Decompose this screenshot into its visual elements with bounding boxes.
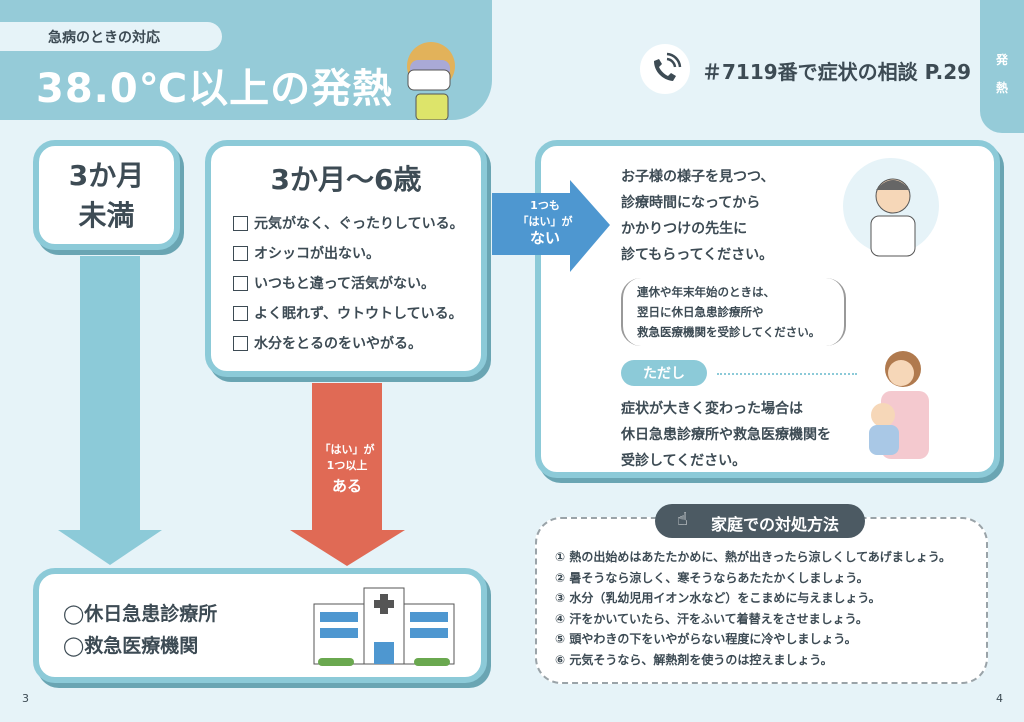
checkbox[interactable] [233, 305, 248, 321]
page-number-left: 3 [22, 692, 29, 705]
home-care-box: ① 熱の出始めはあたたかめに、熱が出きったら涼しくしてあげましょう。 ② 暑そう… [535, 517, 988, 684]
home-care-item: ① 熱の出始めはあたたかめに、熱が出きったら涼しくしてあげましょう。 [555, 550, 952, 564]
home-care-item: ⑥ 元気そうなら、解熱剤を使うのは控えましょう。 [555, 652, 833, 667]
phone-icon [640, 44, 690, 94]
page-title: 38.0℃以上の発熱 [36, 66, 394, 112]
3-months-to-6-years-box: 3か月〜6歳 元気がなく、ぐったりしている。 オシッコが出ない。 いつもと違って… [205, 140, 487, 377]
advice-text: お子様の様子を見つつ、診療時間になってからかかりつけの先生に診てもらってください… [621, 169, 775, 263]
tab-char: 熱 [995, 81, 1008, 95]
facility-item: ◯休日急患診療所 [63, 603, 218, 625]
sick-child-illustration [407, 42, 455, 120]
checklist-item[interactable]: いつもと違って活気がない。 [233, 268, 481, 298]
doctor-illustration [843, 158, 939, 257]
home-care-item: ③ 水分（乳幼児用イオン水など）をこまめに与えましょう。 [555, 591, 881, 605]
hotline-text: ＃7119番で症状の相談 P.29 [702, 60, 972, 84]
checkbox[interactable] [233, 215, 248, 231]
warning-text: 症状が大きく変わった場合は休日急患診療所や救急医療機関を受診してください。 [621, 401, 831, 469]
tab-char: 発 [995, 53, 1008, 67]
checkbox[interactable] [233, 335, 248, 351]
facilities-box: ◯休日急患診療所 ◯救急医療機関 [33, 568, 487, 683]
box-title: 3か月〜6歳 [270, 163, 422, 196]
holiday-note: 連休や年末年始のときは、翌日に休日急患診療所や救急医療機関を受診してください。 [621, 278, 846, 346]
arrow-none-label: 1つも「はい」がない [517, 199, 573, 247]
home-care-item: ④ 汗をかいていたら、汗をふいて着替えをさせましょう。 [555, 611, 868, 626]
category-label: 急病のときの対応 [0, 22, 222, 51]
checklist-item[interactable]: オシッコが出ない。 [233, 238, 481, 268]
section-tab-fever[interactable]: 発熱 [980, 0, 1024, 133]
facility-item: ◯救急医療機関 [63, 635, 199, 657]
checkbox[interactable] [233, 275, 248, 291]
checklist-item[interactable]: 元気がなく、ぐったりしている。 [233, 208, 481, 238]
page-number-right: 4 [996, 692, 1003, 705]
checkbox[interactable] [233, 245, 248, 261]
home-care-item: ② 暑そうなら涼しく、寒そうならあたたかくしましょう。 [555, 570, 869, 585]
checklist-item[interactable]: よく眠れず、ウトウトしている。 [233, 298, 481, 328]
however-badge: ただし [621, 360, 707, 386]
advice-box: お子様の様子を見つつ、診療時間になってからかかりつけの先生に診てもらってください… [535, 140, 1000, 478]
mother-baby-illustration [869, 351, 929, 459]
hospital-illustration [313, 587, 455, 666]
under-3-months-box: 3か月未満 [33, 140, 180, 250]
arrow-under3-down [58, 256, 162, 565]
dotted-divider [717, 373, 857, 375]
home-care-item: ⑤ 頭やわきの下をいやがらない程度に冷やしましょう。 [555, 632, 857, 646]
checklist-item[interactable]: 水分をとるのをいやがる。 [233, 328, 481, 358]
home-care-title: ☝家庭での対処方法 [655, 504, 865, 538]
hand-point-icon: ☝ [677, 509, 688, 530]
